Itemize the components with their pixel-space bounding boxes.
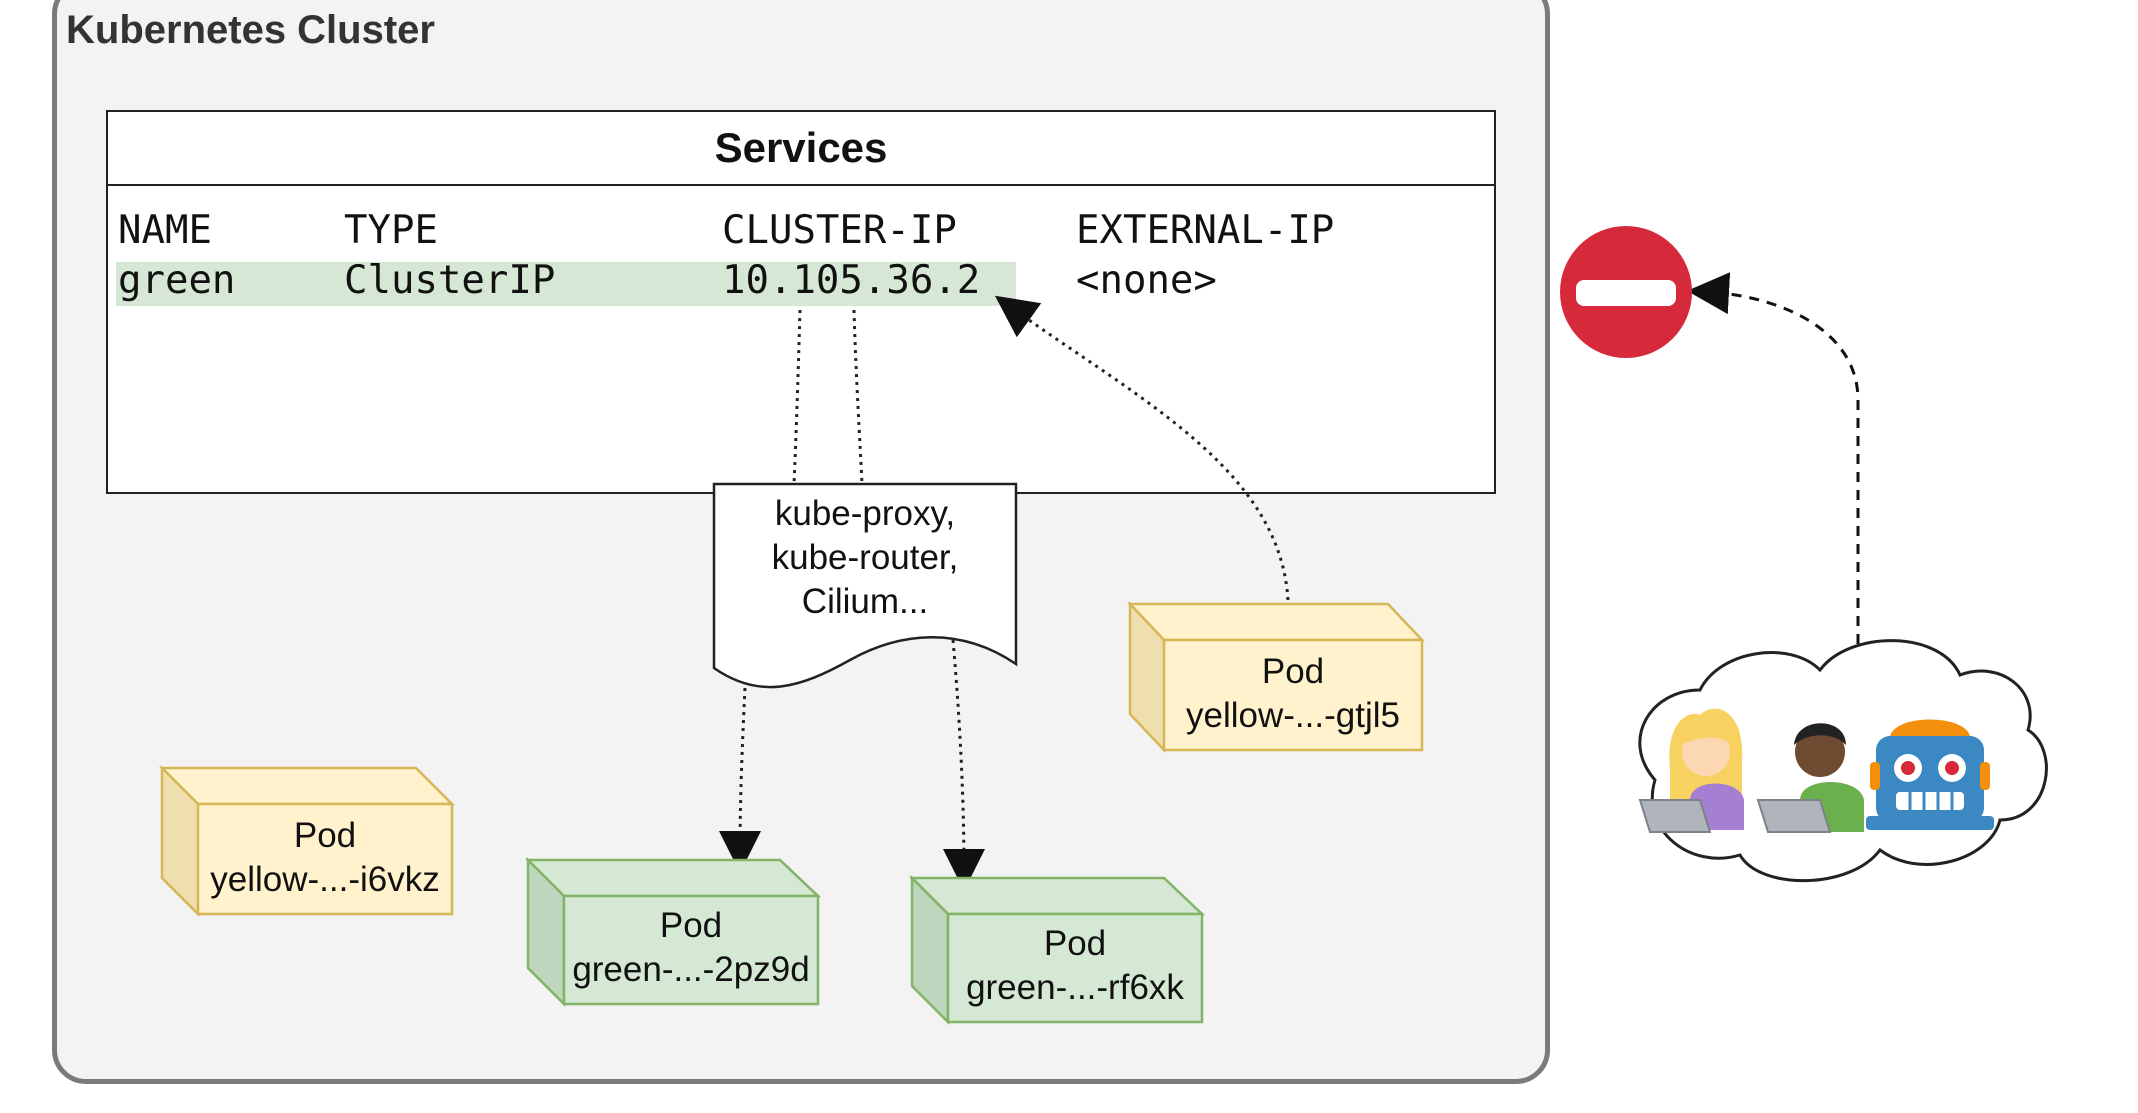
pod-title: Pod	[1261, 652, 1325, 691]
header-type: TYPE	[344, 208, 438, 253]
service-cluster-ip: 10.105.36.2	[722, 258, 981, 303]
service-row-highlight	[116, 262, 1016, 306]
header-name: NAME	[118, 208, 212, 253]
pod-name: yellow-...-i6vkz	[210, 860, 440, 899]
proxy-label-line-1: kube-proxy,	[774, 494, 956, 533]
pod-title: Pod	[1043, 924, 1107, 963]
pod-title: Pod	[659, 906, 723, 945]
pod-label-i6vkz: Pod yellow-...-i6vkz	[198, 814, 452, 902]
man-technologist-icon	[1756, 723, 1864, 833]
proxy-document-shape	[712, 482, 1018, 689]
proxy-label-line-2: kube-router,	[771, 538, 959, 577]
pod-name: yellow-...-gtjl5	[1186, 696, 1400, 735]
no-entry-icon	[1560, 226, 1692, 358]
pod-label-gtjl5: Pod yellow-...-gtjl5	[1164, 650, 1422, 738]
woman-technologist-icon	[1638, 708, 1744, 833]
pod-box-i6vkz	[158, 764, 456, 918]
service-external-ip: <none>	[1076, 258, 1217, 303]
ip-to-proxy-link-2	[852, 309, 864, 485]
pod-name: green-...-rf6xk	[966, 968, 1184, 1007]
pod-box-rf6xk	[908, 874, 1206, 1026]
proxy-label-line-3: Cilium...	[801, 582, 929, 621]
pod-name: green-...-2pz9d	[572, 950, 810, 989]
services-title: Services	[108, 112, 1494, 186]
ip-to-proxy-link-1	[792, 309, 802, 485]
pod-gtjl5-to-ip-arrow	[994, 295, 1290, 601]
proxy-to-pod-rf6xk-arrow	[942, 639, 985, 891]
proxy-label: kube-proxy, kube-router, Cilium...	[714, 492, 1016, 624]
service-type: ClusterIP	[344, 258, 556, 303]
pod-label-2pz9d: Pod green-...-2pz9d	[564, 904, 818, 992]
cluster-title: Kubernetes Cluster	[66, 8, 435, 52]
proxy-to-pod-2pz9d-arrow	[719, 687, 762, 873]
users-to-blocked-arrow	[1687, 272, 1860, 680]
pod-box-2pz9d	[524, 856, 822, 1008]
header-cluster-ip: CLUSTER-IP	[722, 208, 957, 253]
pod-box-gtjl5	[1127, 600, 1425, 754]
service-name: green	[118, 258, 236, 303]
pod-title: Pod	[293, 816, 357, 855]
header-external-ip: EXTERNAL-IP	[1076, 208, 1335, 253]
robot-icon	[1866, 719, 1994, 830]
pod-label-rf6xk: Pod green-...-rf6xk	[948, 922, 1202, 1010]
